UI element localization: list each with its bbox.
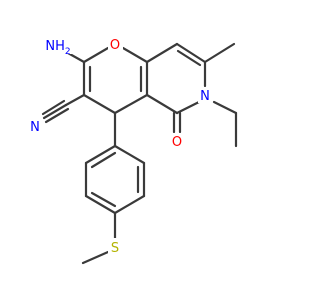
bond-o1-c8a [121, 46, 149, 64]
bond-c3-c4 [82, 93, 117, 115]
pyridone-nitrogen-text: N [200, 89, 210, 104]
bond-c8-c7 [175, 42, 207, 64]
bond-ar6-ar1-double [90, 151, 117, 169]
carbonyl-oxygen-label: O [170, 133, 185, 150]
bond-ar4-ar5-double [90, 191, 117, 208]
bond-c5-c4a [145, 93, 179, 115]
bond-n6-c5 [175, 100, 201, 115]
atom-labels: NH2 O N N O S [28, 34, 212, 256]
nitrile-nitrogen-text: N [30, 120, 40, 135]
sulfur-text: S [111, 241, 119, 256]
bond-n6-ethyl-ch2 [212, 100, 238, 115]
bond-cn-triple-3 [44, 107, 70, 124]
bond-c2-o1 [82, 46, 110, 64]
bond-c8a-c8 [145, 42, 179, 64]
bond-c3-cn [64, 93, 86, 107]
nitrile-nitrogen-label: N [28, 118, 42, 135]
structure-canvas: NH2 O N N O S [28, 34, 238, 265]
bond-c8-c7-double [176, 49, 202, 67]
bond-s-methyl [81, 250, 110, 265]
carbonyl-oxygen-text: O [172, 135, 182, 150]
pyridone-nitrogen-label: N [198, 87, 212, 104]
amino-label: NH2 [44, 36, 72, 57]
bond-cn-triple-1 [42, 103, 68, 120]
ring-oxygen-label: O [108, 34, 123, 53]
bond-c2-amino [66, 51, 86, 64]
bond-c7-methyl [203, 42, 236, 64]
bond-ar4-ar5 [84, 194, 117, 215]
bond-c4-c4a [113, 93, 149, 115]
ring-oxygen-text: O [110, 38, 120, 53]
bond-ar1-ar2 [113, 144, 146, 165]
bond-ar6-ar1 [84, 144, 117, 165]
amino-text: NH2 [45, 39, 70, 57]
bonds [41, 42, 238, 265]
bond-ar3-ar4 [113, 194, 146, 215]
sulfur-label: S [108, 238, 122, 256]
bond-cn-triple-2 [41, 99, 66, 116]
